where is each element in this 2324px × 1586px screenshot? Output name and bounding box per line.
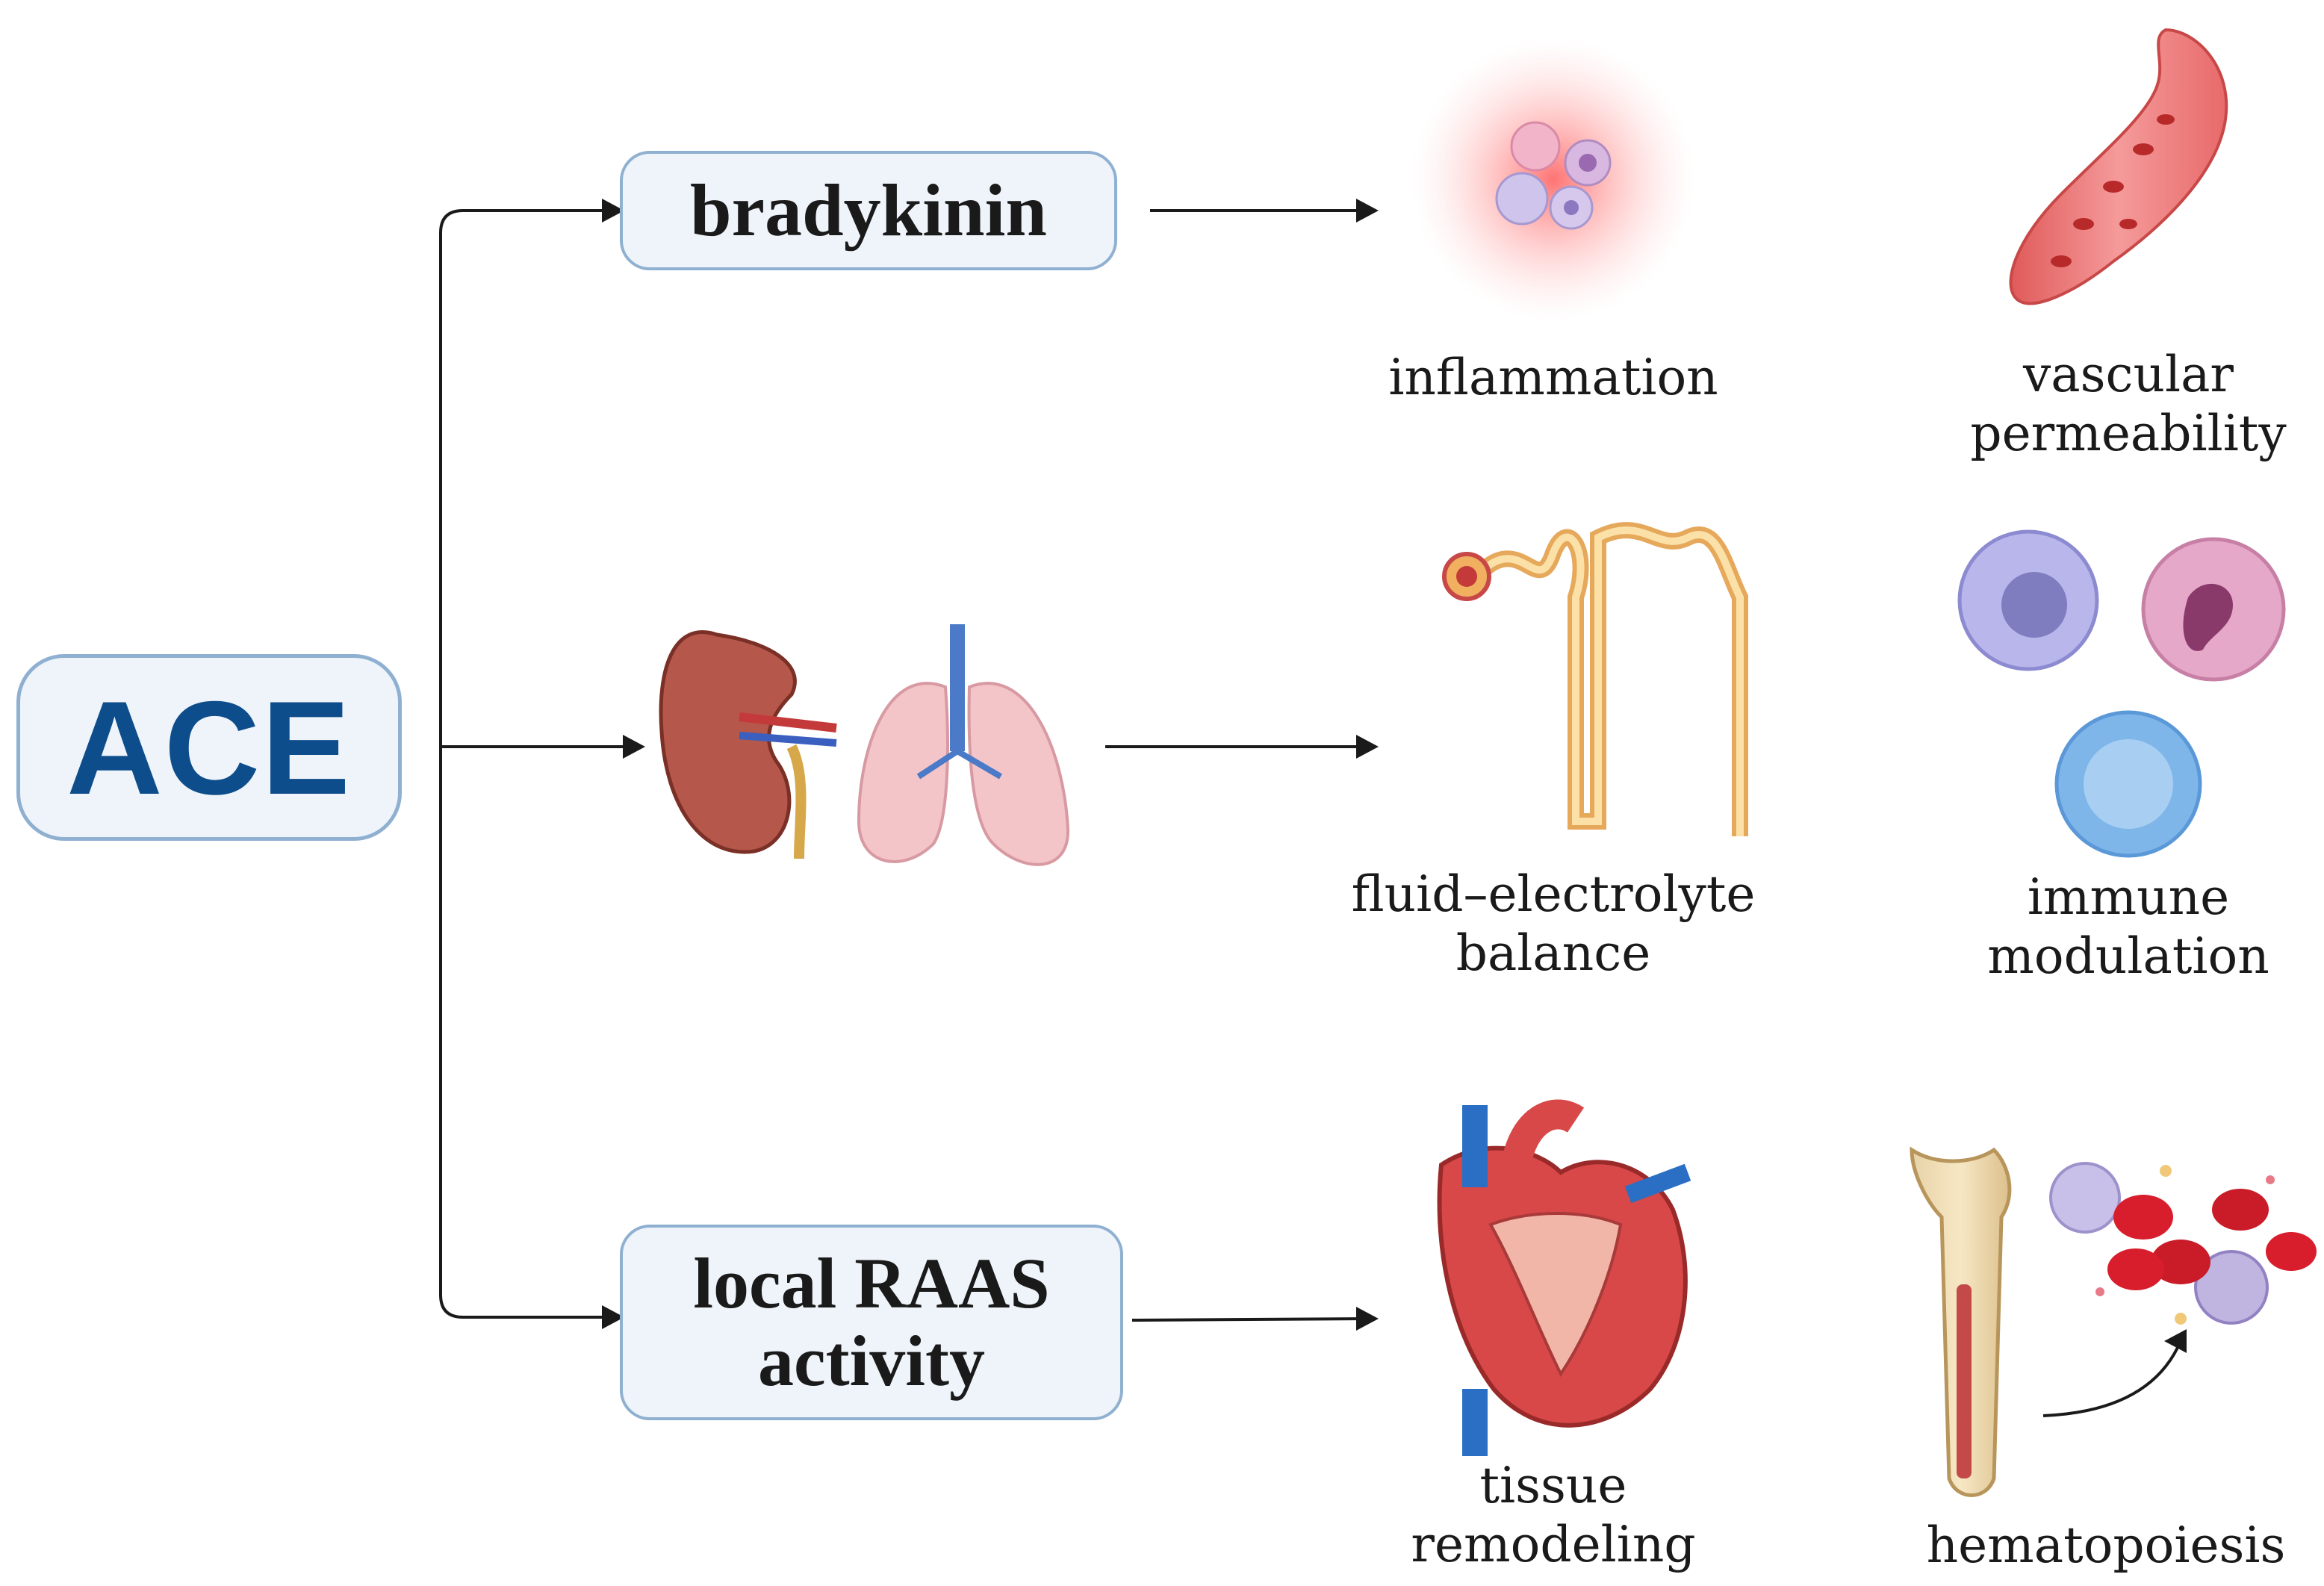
arrowhead-tissue [1356, 1307, 1379, 1331]
ace-label: ACE [66, 673, 352, 822]
heart-icon [1437, 1099, 1691, 1456]
tissue-remodeling-label: tissue remodeling [1411, 1457, 1696, 1574]
branch-trunk-line [439, 209, 615, 1319]
immune-modulation-label: immune modulation [1987, 868, 2269, 986]
local-raas-label: local RAAS activity [693, 1245, 1049, 1399]
bone-marrow-icon [1910, 1146, 2012, 1497]
kidney-icon [659, 630, 837, 859]
arrowheads [602, 199, 2187, 1353]
blood-vessel-icon [2009, 28, 2228, 305]
inflammation-icon [1411, 37, 1695, 321]
arrowhead-hematopoiesis [2164, 1329, 2187, 1353]
hematopoiesis-label: hematopoiesis [1926, 1517, 2286, 1574]
arrowhead-organs [623, 735, 645, 759]
local-raas-label-line2: activity [758, 1321, 985, 1401]
bradykinin-label: bradykinin [689, 169, 1048, 252]
arrow-raas-to-tissue [1131, 1317, 1370, 1322]
blood-cells-icon [2049, 1162, 2317, 1325]
vascular-permeability-label: vascular permeability [1970, 346, 2287, 463]
lungs-icon [857, 624, 1070, 866]
connector-lines [439, 209, 2182, 1417]
nephron-icon [1442, 522, 1748, 836]
fluid-electrolyte-balance-label: fluid–electrolyte balance [1351, 865, 1756, 983]
immune-cells-icon [1957, 529, 2286, 858]
arrowhead-fluid [1356, 735, 1379, 759]
local-raas-label-line1: local RAAS [693, 1243, 1050, 1324]
inflammation-label: inflammation [1388, 349, 1718, 406]
arrowhead-bradykinin [602, 199, 624, 223]
arrowhead-inflammation [1356, 199, 1379, 223]
ace-node: ACE [16, 654, 402, 841]
arrowhead-raas [602, 1305, 624, 1329]
local-raas-node: local RAAS activity [620, 1225, 1123, 1420]
bradykinin-node: bradykinin [620, 151, 1117, 270]
arrow-bone-to-blood-cells [2042, 1340, 2182, 1417]
